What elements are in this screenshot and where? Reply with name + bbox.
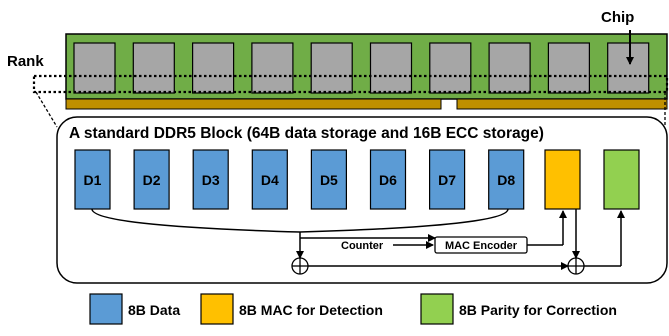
xor-right-icon bbox=[567, 257, 585, 275]
data-block-label: D7 bbox=[438, 172, 456, 188]
dram-chip bbox=[251, 42, 294, 94]
data-block-d6 bbox=[369, 149, 407, 210]
block-title: A standard DDR5 Block (64B data storage … bbox=[69, 125, 544, 142]
data-block-label: D1 bbox=[84, 172, 102, 188]
flow-line-d8 bbox=[299, 208, 509, 233]
dram-chip bbox=[547, 42, 591, 94]
legend-label-parity: 8B Parity for Correction bbox=[459, 302, 617, 318]
chip-label: Chip bbox=[601, 9, 634, 26]
block-row: D1 D2 D3 D4 D5 D6 D7 D8 bbox=[74, 149, 525, 210]
dataflow bbox=[91, 208, 625, 270]
data-block-label: D8 bbox=[497, 172, 515, 188]
dram-chip bbox=[310, 42, 353, 94]
data-block-d3 bbox=[192, 149, 229, 210]
expand-line-left bbox=[35, 91, 58, 128]
legend-label-data: 8B Data bbox=[128, 302, 180, 318]
data-block-d4 bbox=[251, 149, 288, 210]
data-block-d1 bbox=[74, 149, 111, 210]
dram-chip bbox=[488, 42, 531, 94]
legend: 8B Data 8B MAC for Detection 8B Parity f… bbox=[89, 293, 617, 325]
dram-chip bbox=[429, 42, 472, 94]
xor-left-icon bbox=[291, 257, 309, 275]
contact-strip-right bbox=[456, 98, 668, 110]
data-block-d7 bbox=[429, 149, 466, 210]
dram-chip bbox=[73, 42, 116, 94]
legend-swatch-parity bbox=[420, 293, 454, 325]
flow-line-d1 bbox=[91, 208, 301, 233]
dimm-module bbox=[32, 30, 669, 110]
legend-label-mac: 8B MAC for Detection bbox=[239, 302, 383, 318]
dram-chip bbox=[607, 42, 650, 94]
data-block-label: D6 bbox=[379, 172, 397, 188]
chip-row bbox=[73, 42, 650, 94]
legend-swatch-mac bbox=[200, 293, 234, 325]
data-block-label: D3 bbox=[202, 172, 220, 188]
counter-label: Counter bbox=[341, 240, 384, 252]
data-block-d2 bbox=[133, 149, 170, 210]
data-block-label: D5 bbox=[320, 172, 338, 188]
data-block-label: D2 bbox=[143, 172, 161, 188]
legend-swatch-data bbox=[89, 293, 123, 325]
mac-encoder-label: MAC Encoder bbox=[445, 240, 518, 252]
data-block-d5 bbox=[310, 149, 347, 210]
dram-chip bbox=[132, 42, 175, 94]
contact-strip-left bbox=[65, 98, 442, 110]
data-block-label: D4 bbox=[261, 172, 279, 188]
rank-outline bbox=[32, 74, 669, 94]
dram-chip bbox=[369, 42, 413, 94]
mac-encoder-box bbox=[434, 236, 528, 254]
mac-block bbox=[544, 149, 581, 210]
data-block-d8 bbox=[488, 149, 525, 210]
rank-label: Rank bbox=[7, 53, 44, 70]
parity-block bbox=[603, 149, 640, 210]
dram-chip bbox=[192, 42, 235, 94]
